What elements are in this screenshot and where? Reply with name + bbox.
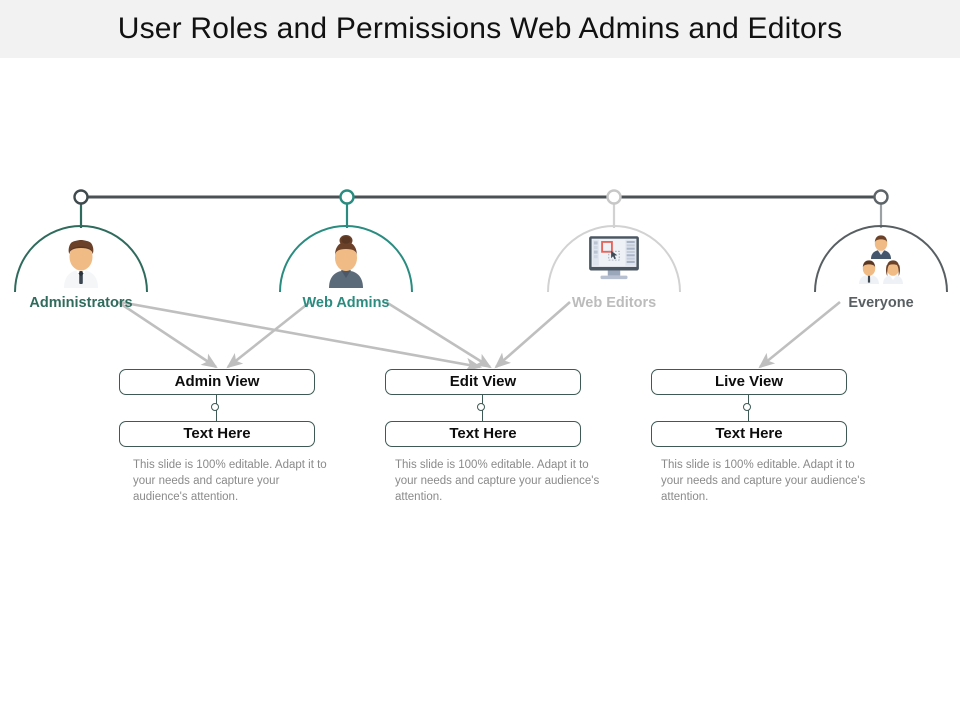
user-male-avatar-icon (62, 240, 100, 288)
column-admin-view: Admin View Text Here This slide is 100% … (119, 369, 327, 505)
description-edit-view: This slide is 100% editable. Adapt it to… (395, 459, 600, 503)
desktop-monitor-design-icon (589, 236, 639, 280)
node-web-admins[interactable]: Web Admins (266, 196, 426, 316)
arc-administrators (14, 225, 148, 292)
column-edit-view: Edit View Text Here This slide is 100% e… (385, 369, 599, 505)
box-live-view-subtitle[interactable]: Text Here (651, 421, 847, 447)
arc-everyone (814, 225, 948, 292)
connector-live-view (651, 395, 851, 421)
box-edit-view-title[interactable]: Edit View (385, 369, 581, 395)
node-label-administrators: Administrators (29, 295, 133, 311)
box-edit-view-subtitle[interactable]: Text Here (385, 421, 581, 447)
user-group-icon (859, 235, 903, 284)
node-administrators[interactable]: Administrators (1, 196, 161, 316)
column-live-view: Live View Text Here This slide is 100% e… (651, 369, 865, 505)
node-web-editors[interactable]: Web Editors (534, 196, 694, 316)
user-female-avatar-icon (329, 235, 363, 288)
connector-admin-view (119, 395, 319, 421)
connector-knob-icon (477, 403, 485, 411)
box-admin-view-title[interactable]: Admin View (119, 369, 315, 395)
node-label-web-admins: Web Admins (302, 295, 390, 311)
description-admin-view: This slide is 100% editable. Adapt it to… (133, 459, 327, 503)
header-band (0, 0, 960, 58)
connector-knob-icon (743, 403, 751, 411)
arc-web-editors (547, 225, 681, 292)
node-everyone[interactable]: Everyone (801, 196, 960, 316)
box-admin-view-subtitle[interactable]: Text Here (119, 421, 315, 447)
node-label-everyone: Everyone (848, 295, 914, 311)
description-live-view: This slide is 100% editable. Adapt it to… (661, 459, 866, 503)
node-label-web-editors: Web Editors (571, 295, 657, 311)
page-title: User Roles and Permissions Web Admins an… (117, 12, 843, 45)
box-live-view-title[interactable]: Live View (651, 369, 847, 395)
arc-web-admins (279, 225, 413, 292)
connector-edit-view (385, 395, 585, 421)
connector-knob-icon (211, 403, 219, 411)
